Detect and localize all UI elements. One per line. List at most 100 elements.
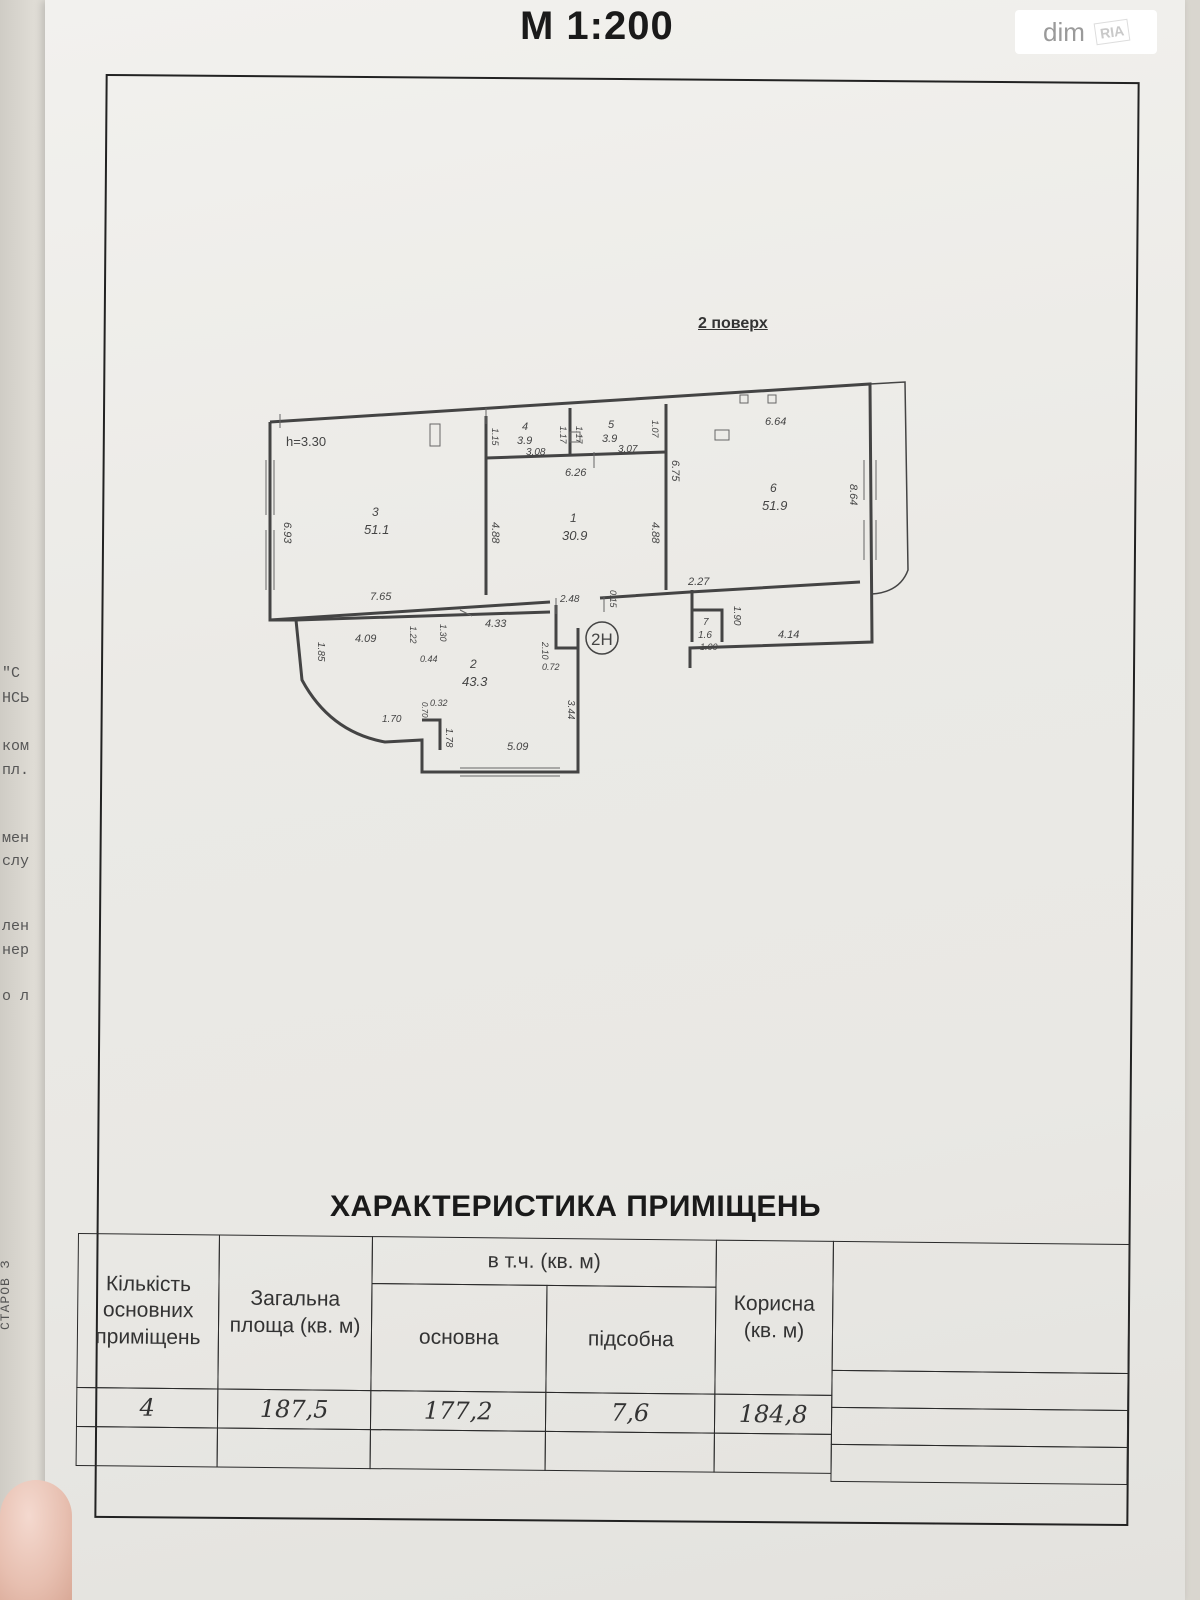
- dimension: 2.27: [687, 576, 710, 588]
- fixture-1: [429, 423, 441, 447]
- window-bottom: [460, 767, 560, 777]
- dimension: 1.78: [443, 728, 454, 748]
- window-left-2: [265, 530, 275, 590]
- underlying-text: НСЬ: [2, 690, 30, 707]
- header-aux: підсобна: [545, 1284, 717, 1395]
- dimension: 7.65: [370, 591, 392, 603]
- dimension: 4.88: [489, 522, 501, 544]
- fixture-2: [714, 429, 730, 441]
- wall-room2-top: [295, 580, 861, 622]
- dimension: 1.85: [315, 642, 326, 662]
- apartment-mark: 2Н: [591, 630, 613, 649]
- fixture-3: [739, 394, 749, 404]
- header-useful: Корисна (кв. м): [714, 1239, 834, 1396]
- underlying-text: о л: [2, 988, 30, 1005]
- dimension: 0.72: [542, 662, 560, 672]
- dimension: 1.07: [650, 420, 660, 439]
- scale-label: М 1:200: [520, 4, 674, 48]
- dimension: 1.22: [408, 626, 418, 644]
- dimension: 0.15: [608, 590, 618, 609]
- value-aux: 7,6: [544, 1391, 716, 1434]
- wall-room7: [690, 590, 724, 642]
- dimension: 1.17: [574, 426, 584, 445]
- blank-cell: [830, 1443, 1128, 1486]
- value-main-text: 177,2: [423, 1396, 493, 1426]
- value-count-text: 4: [139, 1393, 155, 1422]
- wall-room2-inner: [422, 718, 442, 750]
- value-total: 187,5: [216, 1388, 372, 1431]
- header-incl: в т.ч. (кв. м): [371, 1236, 717, 1288]
- dimension: 8.64: [847, 484, 859, 505]
- characteristics-title: ХАРАКТЕРИСТИКА ПРИМІЩЕНЬ: [330, 1190, 822, 1223]
- characteristics-table: Кількість основних приміщень Загальна пл…: [75, 1233, 1130, 1489]
- value-total-text: 187,5: [259, 1394, 329, 1424]
- logo-ria-text: RIA: [1093, 18, 1131, 46]
- header-count: Кількість основних приміщень: [76, 1233, 220, 1390]
- blank-cell: [830, 1406, 1129, 1449]
- blank-cell: [831, 1369, 1129, 1412]
- empty-row-cell: [713, 1432, 832, 1474]
- underlying-text: нер: [2, 942, 30, 959]
- dimension: 3.44: [565, 700, 576, 720]
- apartment-mark-circle: [585, 621, 619, 655]
- document-sheet: [45, 0, 1185, 1600]
- dimension: 1.15: [490, 428, 500, 447]
- balcony-wall: [869, 381, 909, 595]
- floor-plan: 2Н h=3.30 3 51.1 1 30.9 6 51.9 4 3.9 5 3…: [265, 381, 909, 777]
- bay-window-wall: [294, 619, 580, 774]
- room-number: 6: [770, 481, 777, 495]
- finger-holding-page: [0, 1480, 72, 1600]
- underlying-text: слу: [2, 853, 30, 870]
- header-total: Загальна площа (кв. м): [217, 1234, 373, 1392]
- room-number: 2: [469, 657, 477, 671]
- dimension: 4.33: [485, 618, 507, 630]
- underlying-side-text: СТАРОВ З: [0, 1260, 13, 1330]
- room-area: 1.6: [698, 630, 712, 641]
- dimension: 2.10: [540, 641, 550, 660]
- room-number: 1: [570, 511, 577, 525]
- dim-ria-logo: dim RIA: [1015, 10, 1157, 54]
- dim-tick-1: [279, 408, 487, 617]
- room-area: 43.3: [462, 674, 488, 689]
- value-useful-text: 184,8: [738, 1399, 808, 1429]
- room-number: 7: [703, 617, 709, 628]
- dimension: 4.88: [649, 522, 661, 544]
- empty-row-cell: [369, 1429, 546, 1471]
- room-area: 30.9: [562, 528, 587, 543]
- dimension: 6.64: [765, 416, 786, 428]
- dimension: 2.48: [559, 594, 580, 605]
- fixture-4: [767, 394, 777, 404]
- dimension: 6.93: [281, 522, 293, 544]
- empty-row-cell: [75, 1425, 218, 1468]
- empty-row-cell: [216, 1427, 371, 1470]
- fixture-5: [569, 431, 581, 443]
- dimension: 4.09: [355, 633, 376, 645]
- dimension: 4.14: [778, 629, 799, 641]
- empty-row-cell: [544, 1430, 715, 1473]
- underlying-text: лен: [2, 918, 30, 935]
- dimension: 1.90: [731, 606, 742, 626]
- value-useful: 184,8: [713, 1393, 833, 1435]
- room-area: 3.9: [517, 435, 532, 447]
- room-number: 3: [372, 505, 379, 519]
- value-main: 177,2: [369, 1390, 547, 1432]
- floor-label: 2 поверх: [698, 315, 768, 332]
- ceiling-height: h=3.30: [286, 434, 326, 449]
- dimension: 1.17: [558, 426, 568, 445]
- underlying-text: мен: [2, 830, 30, 847]
- dimension: 0.70: [420, 702, 429, 718]
- window-right: [863, 460, 877, 560]
- room-area: 51.9: [762, 498, 787, 513]
- outer-wall-left: [268, 422, 296, 622]
- dimension: 1.30: [438, 624, 448, 642]
- outer-wall-top: [269, 382, 874, 668]
- header-main: основна: [370, 1283, 548, 1393]
- window-left-1: [265, 460, 275, 515]
- dimension: 5.09: [507, 741, 528, 753]
- wall-corridor-top: [485, 450, 667, 460]
- dimension: 1.70: [382, 714, 402, 725]
- dimension: 6.75: [669, 460, 681, 482]
- dimension: 0.32: [430, 698, 448, 708]
- dimension: 3.07: [618, 444, 638, 455]
- wall-room3-bottom: [269, 600, 551, 622]
